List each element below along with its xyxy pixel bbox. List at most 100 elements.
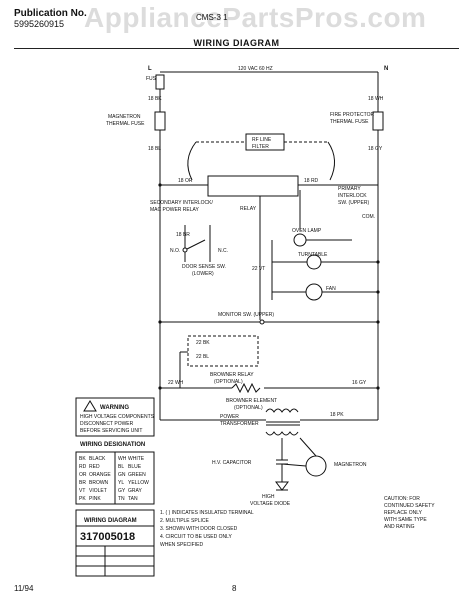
fire-protector-label-1: FIRE PROTECTOR bbox=[330, 112, 374, 118]
legend-cell: BL bbox=[118, 464, 124, 470]
legend-cell: BLACK bbox=[89, 456, 106, 462]
oven-lamp-symbol bbox=[293, 233, 307, 247]
hv-diode-label-2: VOLTAGE DIODE bbox=[250, 501, 291, 507]
wire-tag: 22 BL bbox=[196, 354, 209, 360]
oven-lamp-label: OVEN LAMP bbox=[292, 228, 322, 234]
legend-cell: YELLOW bbox=[128, 480, 149, 486]
wire-tag-group: 18 BK 18 WH 18 BL 18 GY 18 OR 18 RD 18 B… bbox=[148, 96, 384, 418]
publication-label: Publication No. bbox=[14, 8, 87, 19]
primary-interlock-label-1: PRIMARY bbox=[338, 186, 361, 192]
legend-cell: BR bbox=[79, 480, 86, 486]
door-sense-switch: N.O. N.C. DOOR SENSE SW. (LOWER) bbox=[170, 225, 228, 277]
watermark: AppliancePartsPros.com bbox=[84, 2, 427, 33]
warning-line: BEFORE SERVICING UNIT bbox=[80, 428, 142, 434]
caution-line: REPLACE ONLY bbox=[384, 510, 423, 516]
legend-cell: BLUE bbox=[128, 464, 142, 470]
wire-tag: 18 GY bbox=[368, 146, 383, 152]
rf-filter-label-1: RF LINE bbox=[252, 137, 272, 143]
footer-date: 11/94 bbox=[14, 584, 34, 593]
fire-protector-label-2: THERMAL FUSE bbox=[330, 119, 369, 125]
legend-title: WIRING DESIGNATION bbox=[80, 442, 145, 448]
monitor-contact bbox=[259, 319, 265, 325]
page-title: WIRING DIAGRAM bbox=[193, 38, 280, 48]
wire-tag: 22 WH bbox=[168, 380, 184, 386]
legend-cell: VT bbox=[79, 488, 85, 494]
hv-diode-label-1: HIGH bbox=[262, 494, 275, 500]
legend-cell: RD bbox=[79, 464, 87, 470]
wire-tag: 18 BR bbox=[176, 232, 190, 238]
legend-cell: TN bbox=[118, 496, 125, 502]
title-block-number: 317005018 bbox=[80, 531, 135, 543]
title-block-frame bbox=[75, 509, 155, 577]
caution-line: WITH SAME TYPE bbox=[384, 517, 427, 523]
monitor-sw-label: MONITOR SW. (UPPER) bbox=[218, 312, 274, 318]
legend-cell: BK bbox=[79, 456, 86, 462]
neutral-label: N bbox=[384, 66, 388, 72]
legend-cell: VIOLET bbox=[89, 488, 107, 494]
neutral-side-conductor: FIRE PROTECTOR THERMAL FUSE bbox=[330, 72, 384, 420]
relay-block bbox=[207, 175, 299, 197]
fuse-label: FUSE bbox=[146, 76, 160, 82]
wire-tag: 18 RD bbox=[304, 178, 319, 184]
hv-capacitor-label: H.V. CAPACITOR bbox=[212, 460, 252, 466]
line-label: L bbox=[148, 66, 152, 72]
page-number: 8 bbox=[232, 584, 237, 593]
wire-tag: 22 VT bbox=[252, 266, 265, 272]
rf-line-filter: RF LINE FILTER bbox=[187, 133, 335, 181]
browner-relay: BROWNER RELAY (OPTIONAL) bbox=[179, 335, 259, 388]
note-line: WHEN SPECIFIED bbox=[160, 542, 203, 548]
legend-cell: YL bbox=[118, 480, 124, 486]
browner-element-label-2: (OPTIONAL) bbox=[234, 405, 263, 411]
fan-symbol bbox=[305, 283, 323, 301]
legend-cell: PINK bbox=[89, 496, 101, 502]
wire-tag: 18 BK bbox=[148, 96, 162, 102]
hv-diode-symbol bbox=[275, 481, 289, 491]
primary-interlock-label-3: SW. (UPPER) bbox=[338, 200, 369, 206]
note-line: 2. MULTIPLE SPLICE bbox=[160, 518, 209, 524]
relay-label: RELAY bbox=[240, 206, 257, 212]
note-line: 1. ( ) INDICATES INSULATED TERMINAL bbox=[160, 510, 254, 516]
supply-label: 120 VAC 60 HZ bbox=[238, 66, 273, 72]
high-voltage-circuit: H.V. CAPACITOR HIGH VOLTAGE DIODE MAGNET… bbox=[212, 437, 367, 507]
legend-cell: GY bbox=[118, 488, 126, 494]
monitor-switch: MONITOR SW. (UPPER) bbox=[160, 312, 378, 325]
no-label: N.O. bbox=[170, 248, 180, 254]
legend-cell: RED bbox=[89, 464, 100, 470]
fire-protector-symbol bbox=[372, 111, 384, 131]
wire-tag: 18 BL bbox=[148, 146, 161, 152]
primary-interlock-label-2: INTERLOCK bbox=[338, 193, 367, 199]
door-sense-label-1: DOOR SENSE SW. bbox=[182, 264, 226, 270]
browner-relay-label-1: BROWNER RELAY bbox=[210, 372, 254, 378]
magnetron-label: MAGNETRON bbox=[334, 462, 367, 468]
title-block-title: WIRING DIAGRAM bbox=[84, 518, 137, 524]
legend-cell: GN bbox=[118, 472, 126, 478]
legend-cell: GRAY bbox=[128, 488, 142, 494]
header-rule bbox=[14, 48, 459, 49]
side-caution-note: CAUTION: FOR CONTINUED SAFETY REPLACE ON… bbox=[384, 496, 435, 530]
warning-line: HIGH VOLTAGE COMPONENTS bbox=[80, 414, 155, 420]
publication-number: 5995260915 bbox=[14, 19, 65, 29]
wire-color-legend: WIRING DESIGNATION bbox=[75, 442, 155, 505]
warning-icon bbox=[83, 400, 97, 412]
wire-tag: 16 GY bbox=[352, 380, 367, 386]
legend-cell: WH bbox=[118, 456, 127, 462]
wire-tag: 18 PK bbox=[330, 412, 344, 418]
nc-label: N.C. bbox=[218, 248, 228, 254]
rf-filter-label-2: FILTER bbox=[252, 144, 269, 150]
com-label: COM. bbox=[362, 214, 375, 220]
warning-line: DISCONNECT POWER bbox=[80, 421, 134, 427]
line-side-conductor: MAGNETRON THERMAL FUSE bbox=[106, 89, 166, 420]
notes: 1. ( ) INDICATES INSULATED TERMINAL 2. M… bbox=[160, 510, 254, 548]
title-block: WIRING DIAGRAM 317005018 bbox=[75, 509, 155, 577]
power-transformer: POWER TRANSFORMER bbox=[160, 408, 378, 436]
transformer-label-1: POWER bbox=[220, 414, 239, 420]
legend-cell: PK bbox=[79, 496, 86, 502]
browner-element: BROWNER ELEMENT (OPTIONAL) bbox=[160, 382, 378, 411]
legend-cell: BROWN bbox=[89, 480, 109, 486]
door-sense-label-2: (LOWER) bbox=[192, 271, 214, 277]
warning-title: WARNING bbox=[100, 405, 129, 411]
legend-cell: GREEN bbox=[128, 472, 146, 478]
secondary-interlock-label-1: SECONDARY INTERLOCK/ bbox=[150, 200, 213, 206]
